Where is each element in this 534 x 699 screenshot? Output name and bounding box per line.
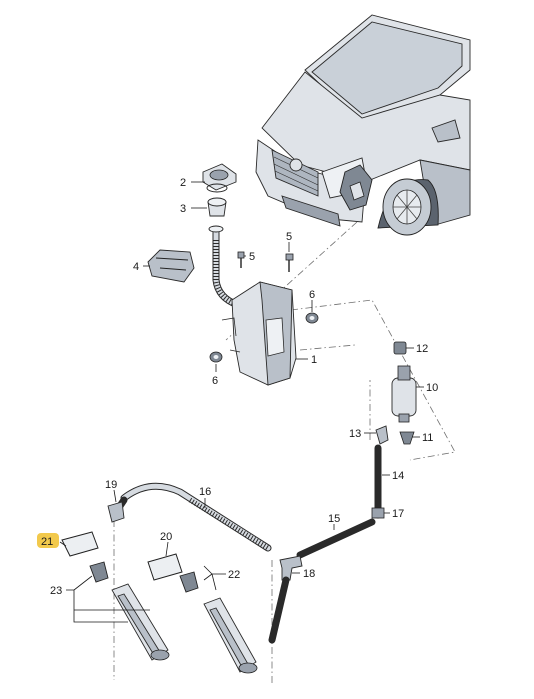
label-part-3: 3 <box>180 203 186 215</box>
label-part-21: 21 <box>41 536 53 548</box>
part-16-hose <box>120 482 272 552</box>
label-part-5-left: 5 <box>249 251 255 263</box>
label-part-15: 15 <box>328 513 340 525</box>
label-part-20: 20 <box>160 531 172 543</box>
part-4-bracket <box>147 249 195 283</box>
label-part-1: 1 <box>311 354 317 366</box>
label-part-16: 16 <box>199 486 211 498</box>
label-part-23: 23 <box>50 585 62 597</box>
part-15-hose <box>296 518 376 559</box>
right-washer-nozzle <box>179 571 258 674</box>
part-3-strainer <box>207 197 227 217</box>
highlight-badge-21 <box>37 533 59 548</box>
part-6-grommet-right <box>305 312 319 324</box>
label-part-18: 18 <box>303 568 315 580</box>
leader-lines <box>59 181 424 623</box>
label-part-10: 10 <box>426 382 438 394</box>
part-labels: 2 3 4 5 5 6 6 1 12 10 11 13 14 15 17 18 … <box>41 177 438 597</box>
part-20-cover-cap <box>147 553 183 581</box>
part-6-grommet-left <box>209 351 223 363</box>
part-11-grommet <box>399 431 415 445</box>
label-part-2: 2 <box>180 177 186 189</box>
label-part-5-right: 5 <box>286 231 292 243</box>
part-10-pump <box>391 365 417 423</box>
label-part-14: 14 <box>392 470 404 482</box>
part-18-t-piece <box>279 555 303 581</box>
filler-neck <box>208 225 242 309</box>
label-part-6-left: 6 <box>212 375 218 387</box>
label-part-19: 19 <box>105 479 117 491</box>
vehicle-front-illustration <box>255 14 471 236</box>
hose-18-down <box>268 576 290 644</box>
part-19-elbow <box>107 501 125 523</box>
part-5-screw-right <box>285 253 294 272</box>
part-21-cover-cap <box>61 531 99 557</box>
label-part-11: 11 <box>422 432 433 444</box>
label-part-22: 22 <box>228 569 240 581</box>
part-12-cap <box>393 341 407 355</box>
label-part-6-right: 6 <box>309 289 315 301</box>
left-washer-nozzle <box>89 561 170 661</box>
part-1-washer-reservoir <box>221 281 297 386</box>
label-part-13: 13 <box>349 428 361 440</box>
part-5-screw-left <box>237 251 245 268</box>
label-part-12: 12 <box>416 343 428 355</box>
label-part-4: 4 <box>133 261 139 273</box>
label-part-17: 17 <box>392 508 404 520</box>
part-13-elbow <box>375 425 389 445</box>
part-17-connector <box>371 507 385 519</box>
part-2-filler-cap <box>202 163 237 193</box>
